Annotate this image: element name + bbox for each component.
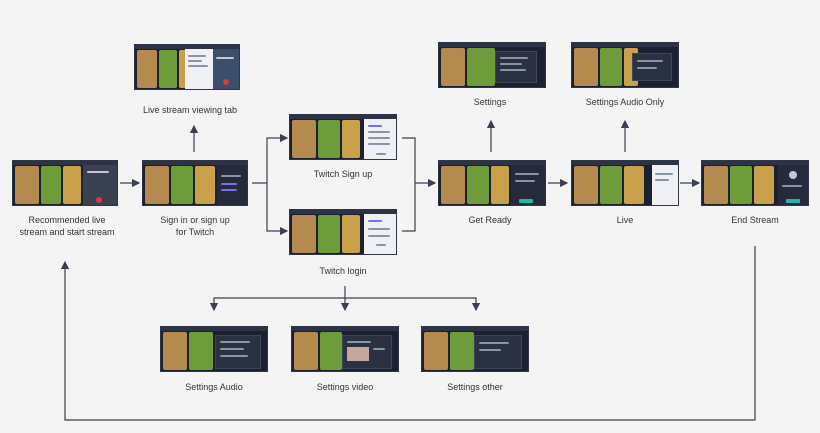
thumb-signin[interactable] (142, 160, 248, 206)
thumb-end-stream[interactable] (701, 160, 809, 206)
thumb-settings-other[interactable] (421, 326, 529, 372)
thumb-audio-only[interactable] (571, 42, 679, 88)
label-end-stream: End Stream (731, 215, 779, 225)
thumb-viewing[interactable] (134, 44, 240, 90)
label-login: Twitch login (319, 266, 367, 276)
label-signup: Twitch Sign up (313, 169, 373, 179)
arrow-signin-to-signup (252, 133, 289, 184)
thumb-settings-audio[interactable] (160, 326, 268, 372)
label-signin: Sign in or sign up for Twitch (160, 215, 230, 237)
label-settings-audio: Settings Audio (185, 382, 243, 392)
label-get-ready: Get Ready (468, 215, 512, 225)
label-settings-other: Settings other (447, 382, 503, 392)
thumb-recommended[interactable] (12, 160, 118, 206)
label-settings: Settings (473, 97, 507, 107)
arrow-signin-to-login (266, 183, 289, 236)
thumb-get-ready[interactable] (438, 160, 546, 206)
label-live: Live (616, 215, 634, 225)
label-settings-video: Settings video (316, 382, 374, 392)
thumb-login[interactable] (289, 209, 397, 255)
label-recommended: Recommended live stream and start stream (19, 215, 115, 237)
arrow-login-to-audio (209, 297, 345, 312)
thumb-live[interactable] (571, 160, 679, 206)
thumb-settings-video[interactable] (291, 326, 399, 372)
arrow-signup-to-getready (402, 137, 416, 183)
label-viewing: Live stream viewing tab (142, 105, 238, 115)
arrow-endstream-loop-back (60, 246, 756, 421)
thumb-settings[interactable] (438, 42, 546, 88)
label-audio-only: Settings Audio Only (585, 97, 665, 107)
arrow-login-to-other (345, 297, 481, 312)
arrow-login-to-getready (402, 178, 437, 232)
thumb-signup[interactable] (289, 114, 397, 160)
